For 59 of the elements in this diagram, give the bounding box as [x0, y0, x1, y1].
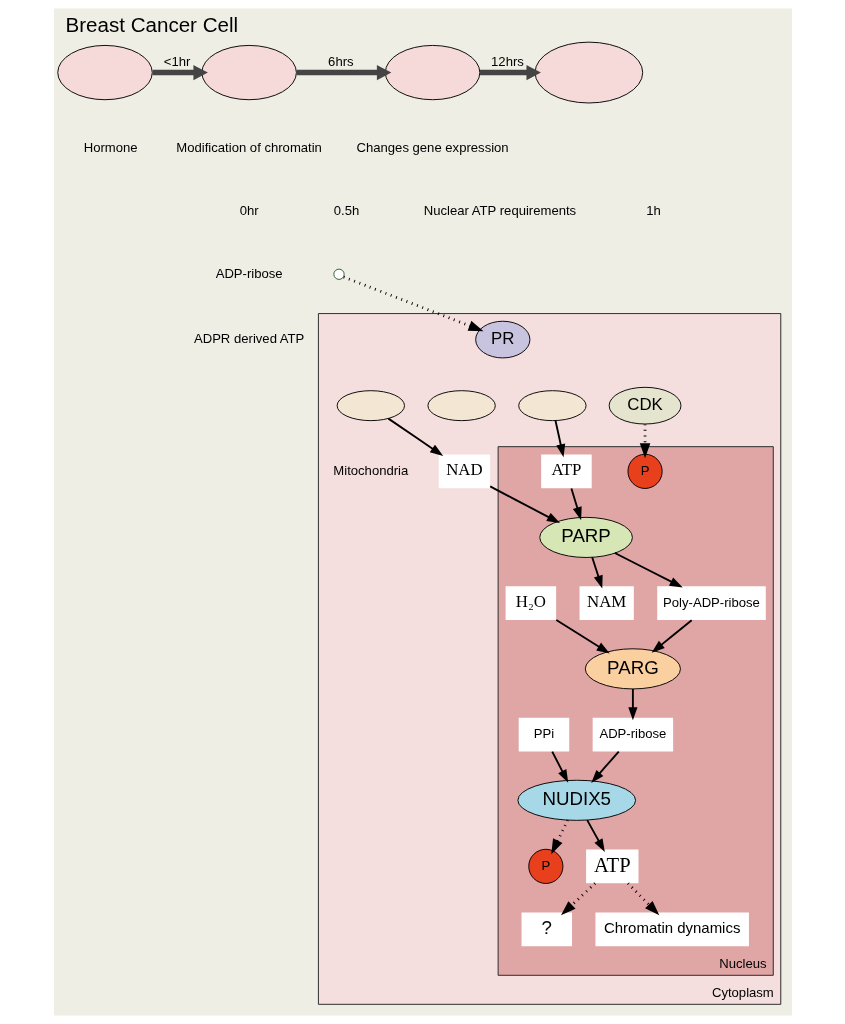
arrow: [488, 485, 560, 523]
edge-label: 12hrs: [490, 54, 524, 70]
node-label: Mitochondria: [332, 462, 408, 478]
arrow: [627, 688, 637, 721]
arrow: [590, 750, 620, 783]
node-label: Changes gene expression: [356, 140, 509, 156]
edge-label: 6hrs: [327, 54, 354, 70]
label: Hormone: [83, 140, 138, 156]
node-box: ATP: [585, 849, 638, 884]
node-box: NAM: [579, 586, 634, 620]
node-circle: [56, 44, 153, 101]
arrow: [550, 750, 568, 783]
node-circle: [336, 390, 405, 422]
label: ADP-ribose: [215, 265, 283, 281]
label: 1h: [645, 203, 661, 219]
arrow: [296, 64, 391, 81]
node-label: Modification of chromatin: [175, 140, 322, 156]
node-box: NAD: [438, 454, 490, 489]
label: 0.5h: [333, 203, 359, 219]
node-box: H₂O: [505, 586, 556, 620]
arrow: [569, 487, 582, 521]
node-box: ?: [521, 912, 572, 947]
node-circle: [517, 390, 587, 422]
arrow: [590, 556, 603, 589]
arrow: [626, 882, 659, 916]
arrow: [554, 419, 565, 458]
node-box: Poly-ADP-ribose: [656, 586, 766, 620]
node-circle: P: [527, 848, 563, 884]
arrow: [613, 552, 683, 588]
node-circle: [384, 44, 480, 101]
arrow: [387, 417, 443, 456]
diagram-title: Breast Cancer Cell: [64, 13, 238, 37]
node-circle: [426, 390, 496, 422]
node-box: PPi: [518, 717, 569, 752]
node-ellipse: NUDIX5: [516, 779, 636, 821]
node-circle: [200, 44, 297, 101]
label: 0hr: [239, 203, 259, 219]
arrow: [651, 619, 693, 653]
edge-label: <1hr: [163, 54, 190, 70]
arrow: [550, 819, 569, 855]
label: ADPR derived ATP: [193, 331, 304, 347]
node-box: Chromatin dynamics: [594, 912, 749, 947]
arrow: [479, 64, 541, 81]
node-box: ADP-ribose: [592, 717, 673, 752]
arrow: [585, 819, 605, 852]
node-circle: [534, 41, 643, 104]
node-box: ATP: [540, 454, 592, 489]
arrow: [639, 424, 650, 459]
node-ellipse: PARG: [584, 648, 681, 690]
node-ellipse: CDK: [608, 386, 681, 425]
arrow: [152, 64, 208, 81]
label: Nuclear ATP requirements: [423, 203, 576, 219]
arrow: [342, 275, 484, 332]
arrow: [560, 882, 596, 916]
node-circle: P: [627, 453, 663, 489]
node-ellipse: PARP: [538, 516, 633, 558]
arrow: [554, 619, 610, 654]
node-ellipse: PR: [474, 320, 530, 359]
node-circle: [332, 268, 345, 280]
